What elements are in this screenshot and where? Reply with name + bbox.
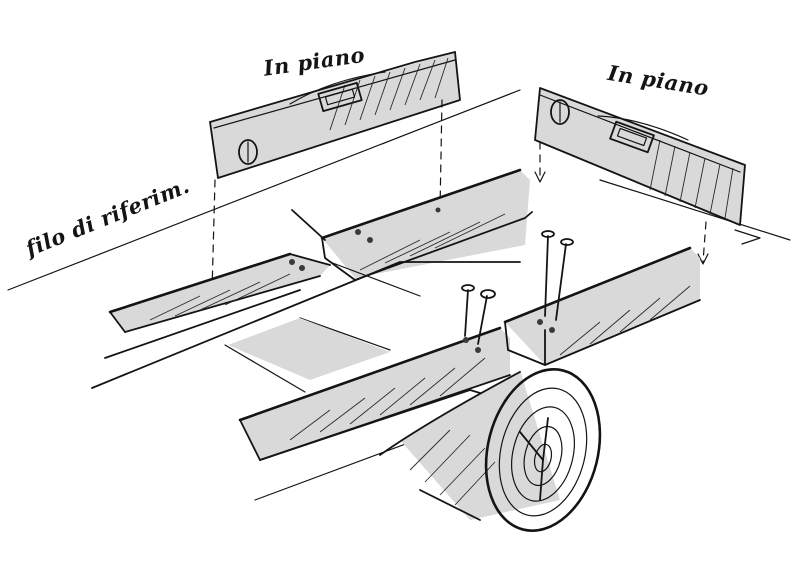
reference-string-line <box>7 89 791 291</box>
log-support <box>379 368 602 532</box>
beam-back <box>108 168 533 333</box>
beam-front <box>238 246 701 501</box>
spirit-level-right <box>534 87 746 226</box>
spirit-level-left <box>209 51 461 179</box>
beam-middle <box>91 261 521 393</box>
nails <box>461 230 574 345</box>
